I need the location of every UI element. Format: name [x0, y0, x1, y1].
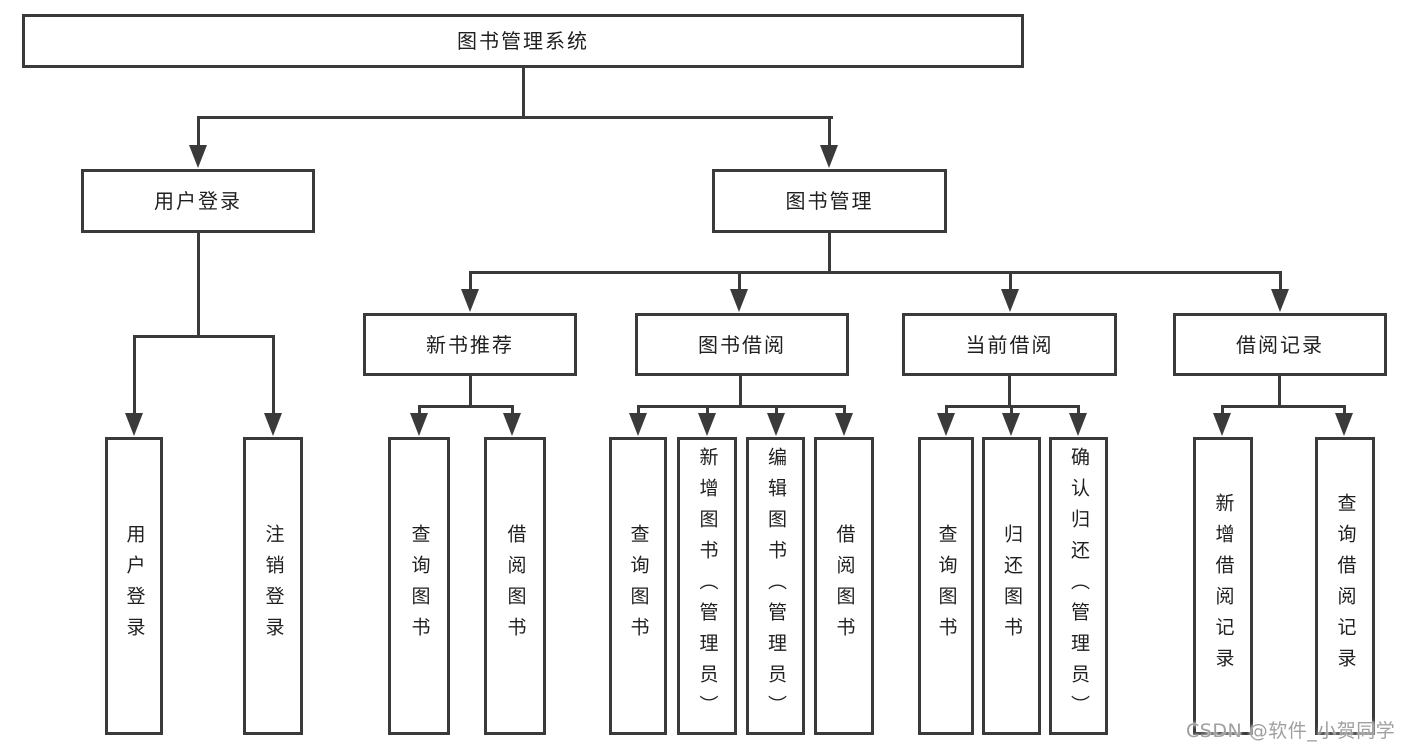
leaf-query-books-borrowing-label: 查询图书 [627, 524, 650, 648]
leaf-add-borrow-record: 新增借阅记录 [1193, 437, 1253, 735]
connector-user-login-stub [197, 232, 200, 338]
leaf-borrow-books-recommend: 借阅图书 [484, 437, 546, 735]
connector-leaf [945, 405, 948, 415]
arrow-down-icon [629, 413, 647, 436]
connector-leaf [418, 405, 421, 415]
connector-to-leaf-user-login [133, 335, 136, 414]
connector-new-book-stub [469, 375, 472, 408]
node-library-system-label: 图书管理系统 [457, 29, 589, 53]
arrow-down-icon [730, 289, 748, 312]
leaf-return-books: 归还图书 [982, 437, 1041, 735]
connector-leaf [1221, 405, 1224, 415]
leaf-query-books-current-label: 查询图书 [935, 524, 958, 648]
leaf-add-book-admin: 新增图书（管理员） [677, 437, 737, 735]
connector-level1-horizontal [198, 116, 833, 119]
arrow-down-icon [1335, 413, 1353, 436]
arrow-down-icon [125, 413, 143, 436]
connector-borrowing-records-horizontal [1221, 405, 1346, 408]
leaf-query-books-borrowing: 查询图书 [609, 437, 667, 735]
arrow-down-icon [820, 145, 838, 168]
leaf-confirm-return-admin: 确认归还（管理员） [1049, 437, 1108, 735]
node-new-book-recommendation: 新书推荐 [363, 313, 577, 376]
arrow-down-icon [1002, 413, 1020, 436]
arrow-down-icon [767, 413, 785, 436]
connector-to-new-book [469, 271, 472, 290]
connector-new-book-horizontal [418, 405, 513, 408]
connector-current-borrowing-stub [1008, 375, 1011, 408]
arrow-down-icon [503, 413, 521, 436]
leaf-borrow-books-recommend-label: 借阅图书 [504, 524, 527, 648]
leaf-add-borrow-record-label: 新增借阅记录 [1212, 493, 1235, 679]
node-user-login: 用户登录 [81, 169, 315, 233]
leaf-user-login-label: 用户登录 [123, 524, 146, 648]
arrow-down-icon [835, 413, 853, 436]
arrow-down-icon [1213, 413, 1231, 436]
connector-user-login-horizontal [133, 335, 275, 338]
connector-leaf [843, 405, 846, 415]
leaf-query-borrow-record: 查询借阅记录 [1315, 437, 1375, 735]
connector-to-book-management [828, 116, 831, 146]
leaf-add-book-admin-label: 新增图书（管理员） [696, 446, 719, 726]
leaf-query-books-current: 查询图书 [918, 437, 974, 735]
connector-book-management-stub [828, 232, 831, 274]
connector-leaf [1010, 405, 1013, 415]
connector-book-borrowing-stub [739, 375, 742, 408]
connector-leaf [706, 405, 709, 415]
connector-leaf [775, 405, 778, 415]
leaf-logout: 注销登录 [243, 437, 303, 735]
leaf-return-books-label: 归还图书 [1001, 524, 1023, 648]
connector-to-borrowing-records [1279, 271, 1282, 290]
connector-trunk [522, 68, 525, 119]
leaf-confirm-return-admin-label: 确认归还（管理员） [1068, 446, 1090, 726]
leaf-query-books-recommend-label: 查询图书 [408, 524, 431, 648]
leaf-edit-book-admin-label: 编辑图书（管理员） [765, 446, 787, 726]
connector-book-borrowing-horizontal [637, 405, 846, 408]
leaf-borrow-books-borrowing: 借阅图书 [814, 437, 874, 735]
leaf-query-borrow-record-label: 查询借阅记录 [1334, 493, 1357, 679]
node-current-borrowing: 当前借阅 [902, 313, 1117, 376]
connector-to-current-borrowing [1009, 271, 1012, 290]
node-book-borrowing: 图书借阅 [635, 313, 849, 376]
node-current-borrowing-label: 当前借阅 [965, 332, 1054, 357]
node-book-management: 图书管理 [712, 169, 947, 233]
arrow-down-icon [189, 145, 207, 168]
arrow-down-icon [461, 289, 479, 312]
connector-to-user-login [197, 116, 200, 146]
node-new-book-recommendation-label: 新书推荐 [426, 332, 514, 357]
node-user-login-label: 用户登录 [154, 189, 242, 213]
arrow-down-icon [698, 413, 716, 436]
arrow-down-icon [410, 413, 428, 436]
connector-to-book-borrowing [738, 271, 741, 290]
connector-leaf [511, 405, 514, 415]
leaf-query-books-recommend: 查询图书 [388, 437, 450, 735]
arrow-down-icon [264, 413, 282, 436]
connector-leaf [637, 405, 640, 415]
leaf-logout-label: 注销登录 [262, 524, 285, 648]
arrow-down-icon [1271, 289, 1289, 312]
watermark-text: CSDN @软件_小贺同学 [1186, 720, 1396, 742]
leaf-borrow-books-borrowing-label: 借阅图书 [833, 524, 856, 648]
arrow-down-icon [937, 413, 955, 436]
arrow-down-icon [1069, 413, 1087, 436]
leaf-edit-book-admin: 编辑图书（管理员） [746, 437, 805, 735]
leaf-user-login: 用户登录 [105, 437, 163, 735]
connector-borrowing-records-stub [1278, 375, 1281, 408]
arrow-down-icon [1001, 289, 1019, 312]
node-borrowing-records: 借阅记录 [1173, 313, 1387, 376]
connector-level3-horizontal [469, 271, 1282, 274]
connector-leaf [1077, 405, 1080, 415]
node-book-borrowing-label: 图书借阅 [698, 332, 786, 357]
node-library-system: 图书管理系统 [22, 14, 1024, 68]
connector-leaf [1343, 405, 1346, 415]
connector-to-leaf-logout [272, 335, 275, 414]
node-borrowing-records-label: 借阅记录 [1236, 332, 1324, 357]
node-book-management-label: 图书管理 [785, 189, 874, 213]
